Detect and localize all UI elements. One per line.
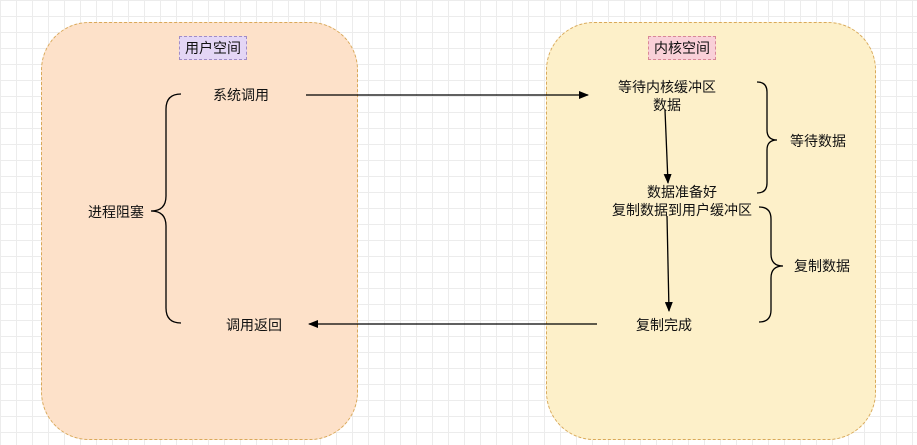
user-space-region <box>41 22 358 440</box>
wait-data-phase-label: 等待数据 <box>790 133 846 149</box>
wait-kernel-buffer-line1: 等待内核缓冲区 <box>618 79 716 95</box>
process-blocked-label: 进程阻塞 <box>88 204 144 220</box>
wait-brace <box>756 81 778 194</box>
wait-kernel-buffer-label: 等待内核缓冲区 数据 <box>592 78 742 114</box>
ready-to-done-arrow <box>664 215 673 312</box>
kernel-space-title: 内核空间 <box>648 36 716 60</box>
data-ready-label: 数据准备好 复制数据到用户缓冲区 <box>597 183 767 219</box>
data-ready-line1: 数据准备好 <box>647 184 717 200</box>
copy-done-label: 复制完成 <box>636 317 692 333</box>
call-return-label: 调用返回 <box>226 317 282 333</box>
syscall-label: 系统调用 <box>213 87 269 103</box>
data-ready-line2: 复制数据到用户缓冲区 <box>612 202 752 218</box>
wait-to-ready-arrow <box>663 109 672 184</box>
block-brace <box>150 93 182 324</box>
kernel-space-region <box>546 22 876 440</box>
user-space-title: 用户空间 <box>179 36 247 60</box>
copy-data-phase-label: 复制数据 <box>794 258 850 274</box>
wait-kernel-buffer-line2: 数据 <box>653 97 681 113</box>
copy-brace <box>758 206 784 323</box>
